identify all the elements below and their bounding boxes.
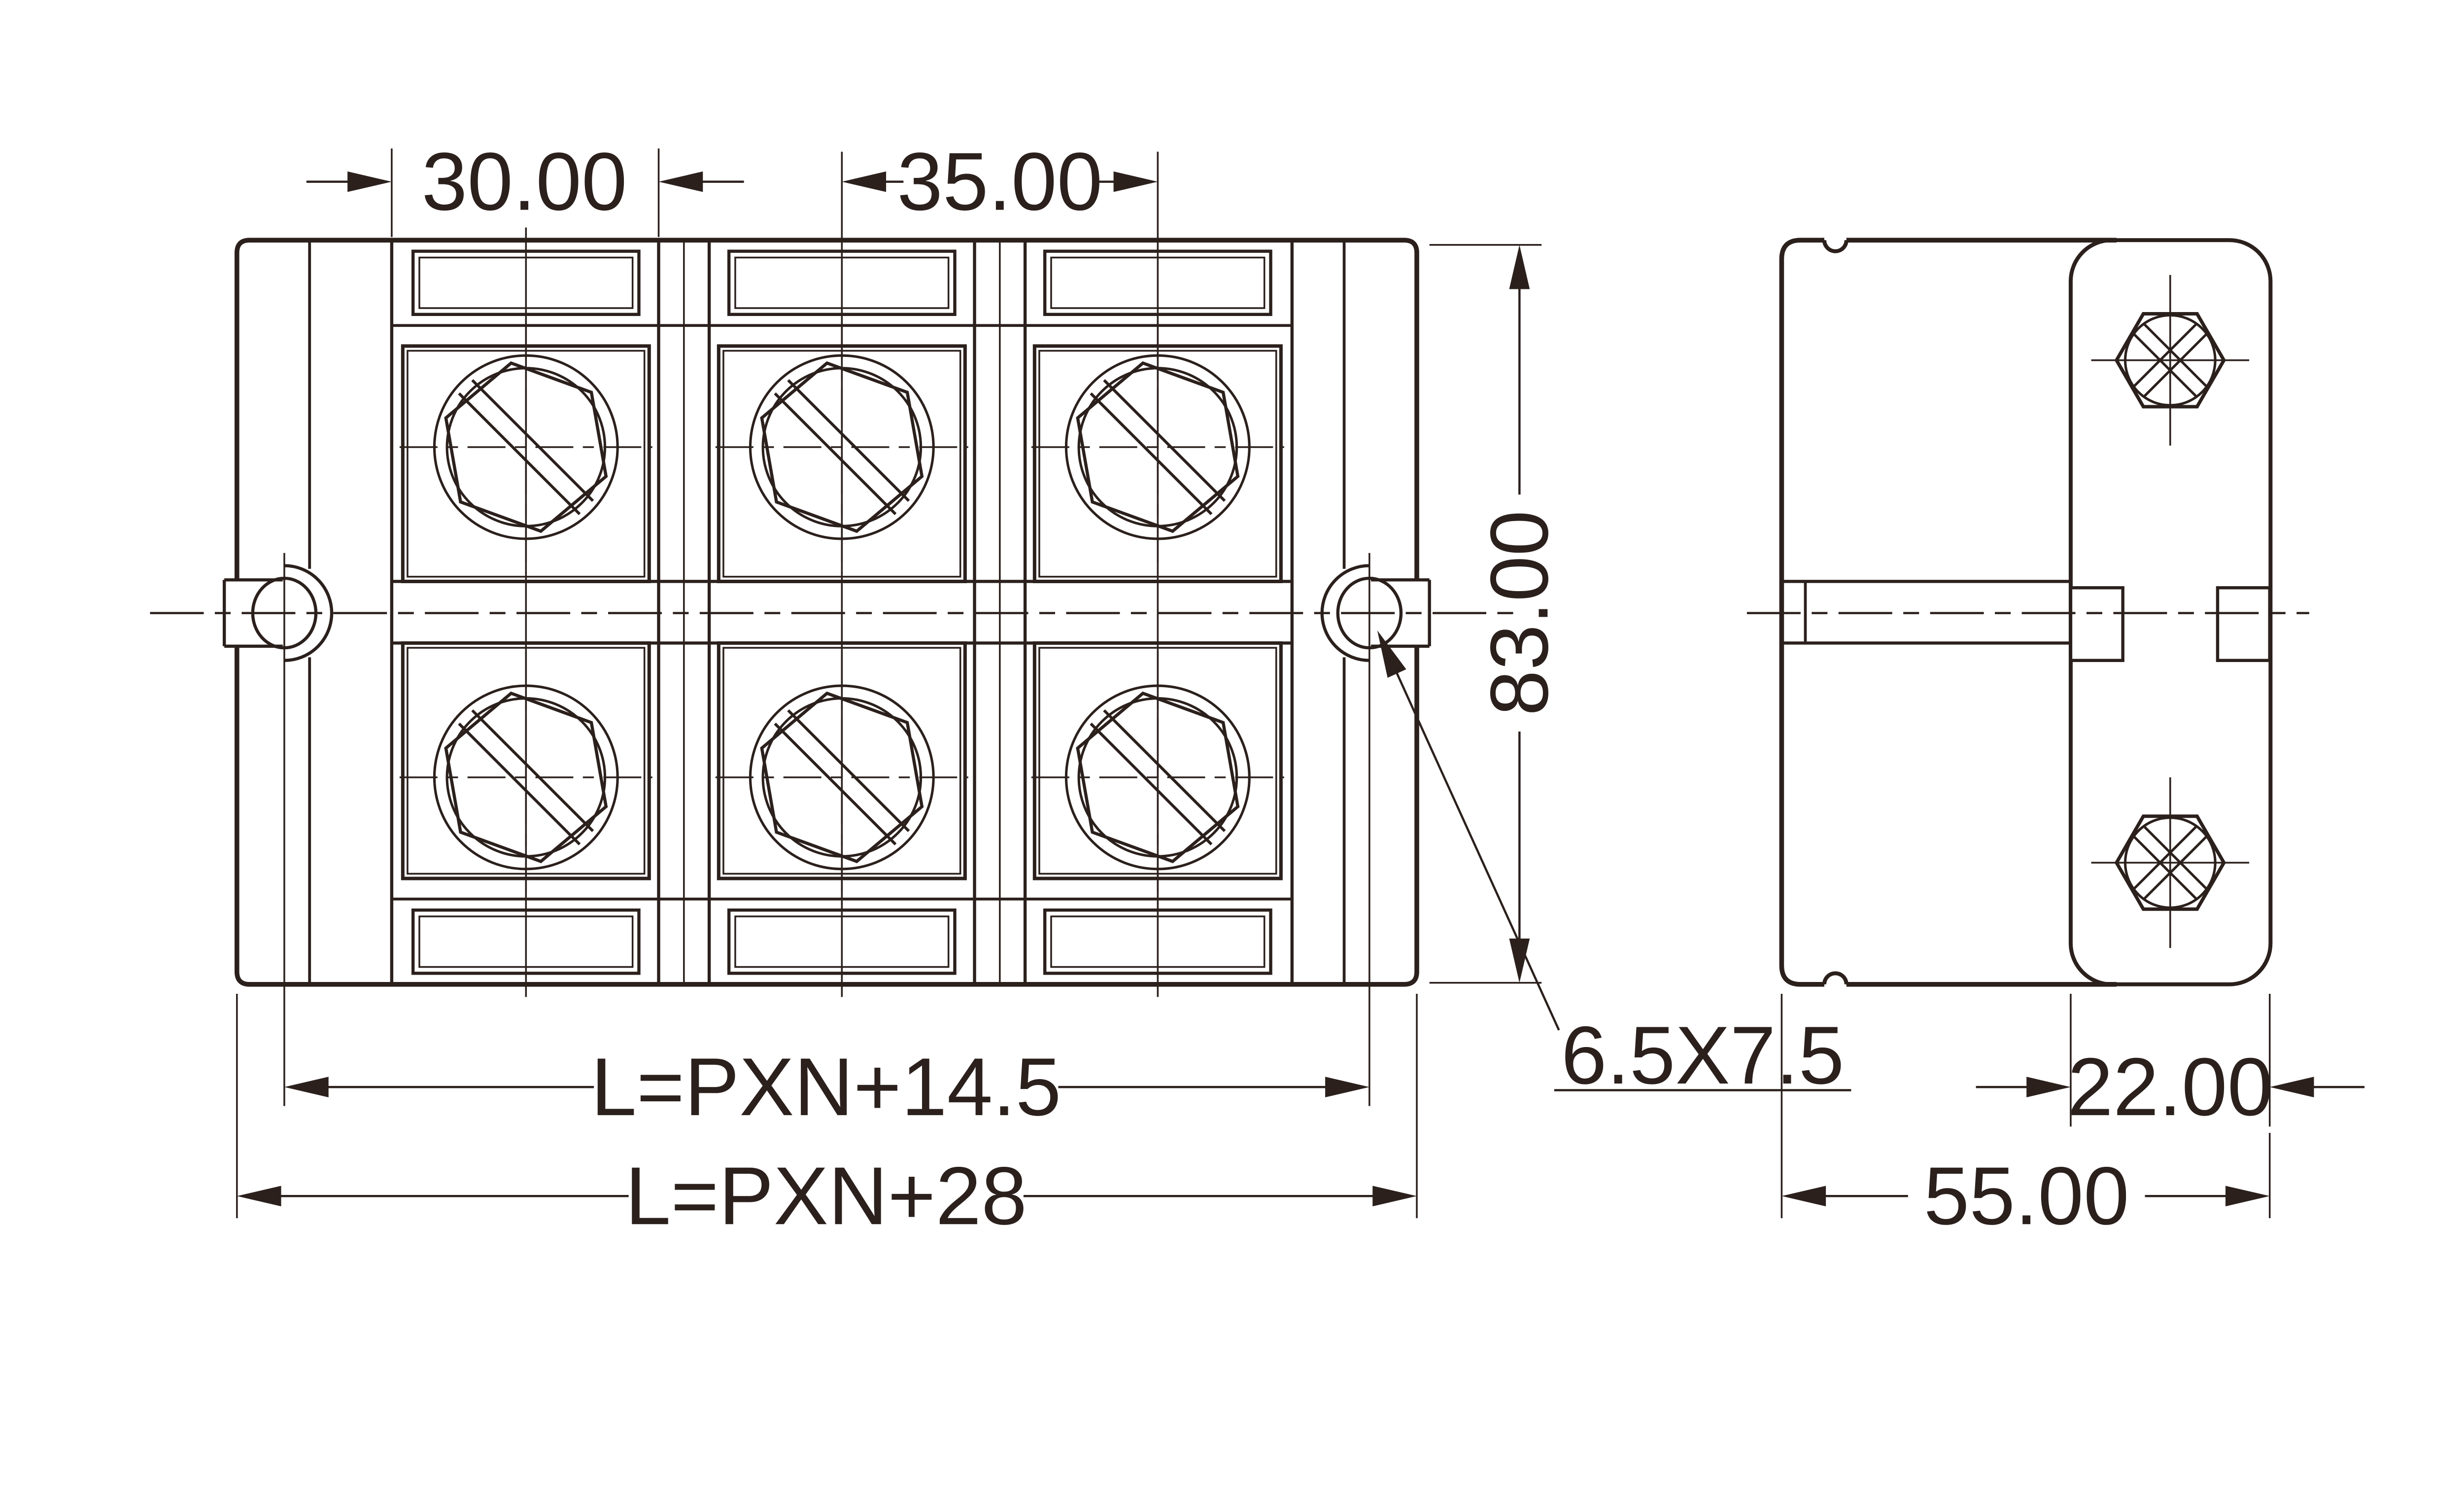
dim-overall-length-label: L=PXN+28: [625, 1150, 1027, 1242]
dim-side-depth: 55.00: [1780, 994, 2271, 1242]
mounting-ear-left: [222, 553, 334, 1106]
dim-pole-section-width-label: 30.00: [422, 136, 627, 228]
front-view: [150, 151, 1513, 1106]
dim-body-height-label: 83.00: [1473, 510, 1565, 716]
technical-drawing: 30.00 35.00 83.00 6.5X7.5 L=PXN+14.5: [150, 136, 2365, 1242]
dim-pole-pitch: 35.00: [842, 136, 1158, 228]
drawing-sheet: 30.00 35.00 83.00 6.5X7.5 L=PXN+14.5: [150, 136, 2365, 1242]
dim-body-height: 83.00: [1429, 244, 1565, 984]
body-outline-top: [234, 238, 1419, 580]
dim-mounting-hole-span-label: L=PXN+14.5: [591, 1041, 1061, 1133]
top-notch: [1822, 240, 1848, 253]
dim-pole-section-width: 30.00: [306, 136, 744, 237]
callout-mounting-slot-label: 6.5X7.5: [1561, 1010, 1845, 1101]
interlock-tab-right: [2216, 586, 2271, 662]
dim-pole-pitch-label: 35.00: [897, 136, 1102, 228]
body-outline-bottom: [234, 646, 1419, 987]
dim-side-depth-label: 55.00: [1924, 1150, 2129, 1242]
side-view: [1746, 238, 2309, 987]
callout-mounting-slot: 6.5X7.5: [1377, 630, 1851, 1101]
interlock-tab-left: [2069, 586, 2124, 662]
bottom-notch: [1822, 971, 1848, 985]
cover-hex-screw-icon: [2091, 275, 2250, 446]
dim-cover-width: 22.00: [1976, 994, 2365, 1133]
dim-mounting-hole-span: L=PXN+14.5: [284, 1041, 1369, 1133]
mounting-ear-right: [1320, 553, 1431, 1106]
dim-cover-width-label: 22.00: [2067, 1041, 2273, 1133]
cover-hex-screw-icon: [2091, 777, 2250, 948]
dim-overall-length: L=PXN+28: [236, 994, 1418, 1242]
